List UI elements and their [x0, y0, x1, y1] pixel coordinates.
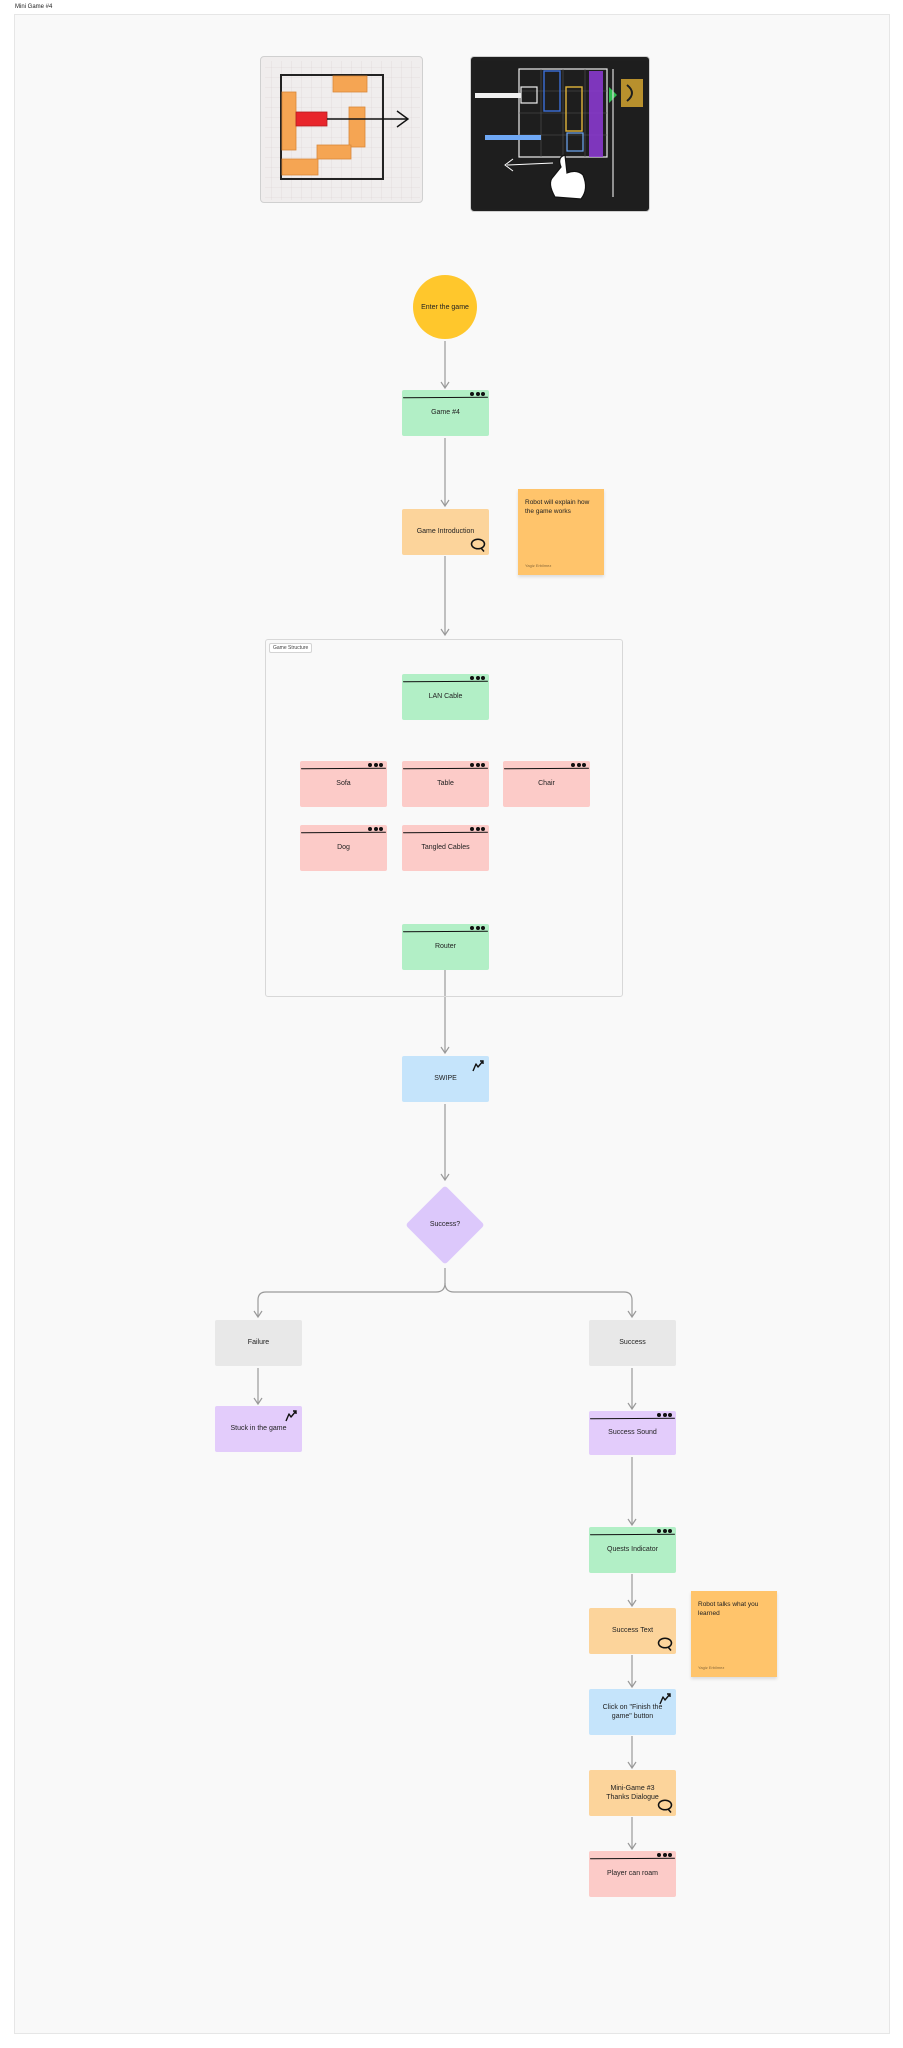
- node-label: Dog: [337, 844, 350, 852]
- chair-node[interactable]: Chair: [503, 761, 590, 807]
- screen-icon: [470, 763, 485, 767]
- speech-bubble-icon: [657, 1799, 673, 1813]
- screen-icon: [470, 392, 485, 396]
- quests-indicator-node[interactable]: Quests Indicator: [589, 1527, 676, 1573]
- sticky-note-intro[interactable]: Robot will explain how the game works Ya…: [518, 489, 604, 575]
- node-label: SWIPE: [434, 1075, 457, 1083]
- screen-icon: [368, 763, 383, 767]
- table-node[interactable]: Table: [402, 761, 489, 807]
- swipe-gesture-icon: [659, 1693, 671, 1705]
- node-label: Table: [437, 780, 454, 788]
- connector: [444, 1282, 637, 1319]
- screen-bar: [300, 831, 387, 834]
- success-text-node[interactable]: Success Text: [589, 1608, 676, 1654]
- dog-node[interactable]: Dog: [300, 825, 387, 871]
- node-label: Click on "Finish the game" button: [602, 1703, 663, 1720]
- screen-icon: [571, 763, 586, 767]
- screen-bar: [589, 1857, 676, 1860]
- node-label: Sofa: [336, 780, 351, 788]
- node-label: Quests Indicator: [607, 1546, 658, 1554]
- failure-node[interactable]: Failure: [215, 1320, 302, 1366]
- screen-icon: [470, 926, 485, 930]
- screen-bar: [589, 1417, 676, 1420]
- sticky-text: Robot talks what you learned: [698, 1601, 759, 1618]
- game-introduction-node[interactable]: Game Introduction: [402, 509, 489, 555]
- decision-label: Success?: [429, 1221, 461, 1228]
- node-label: Tangled Cables: [421, 844, 470, 852]
- node-label: LAN Cable: [428, 693, 463, 701]
- start-node-label: Enter the game: [421, 303, 469, 311]
- cable-game-image: [475, 61, 647, 209]
- speech-bubble-icon: [470, 538, 486, 552]
- canvas[interactable]: [14, 14, 890, 2034]
- node-label: Chair: [538, 780, 555, 788]
- screen-bar: [402, 930, 489, 933]
- node-label: Stuck in the game: [230, 1425, 287, 1433]
- success-node[interactable]: Success: [589, 1320, 676, 1366]
- game4-screen-node[interactable]: Game #4: [402, 390, 489, 436]
- screen-bar: [402, 680, 489, 683]
- stuck-in-game-node[interactable]: Stuck in the game: [215, 1406, 302, 1452]
- screen-icon: [470, 827, 485, 831]
- node-label: Game Introduction: [416, 528, 475, 536]
- node-label: Success Text: [611, 1627, 654, 1635]
- screen-icon: [470, 676, 485, 680]
- thanks-dialogue-node[interactable]: Mini-Game #3 Thanks Dialogue: [589, 1770, 676, 1816]
- node-label: Failure: [247, 1339, 270, 1347]
- screen-bar: [503, 767, 590, 770]
- sticky-author: Yagiz Erbilmez: [698, 1665, 725, 1671]
- swipe-gesture-icon: [472, 1060, 484, 1072]
- sticky-text: Robot will explain how the game works: [525, 499, 590, 516]
- player-can-roam-node[interactable]: Player can roam: [589, 1851, 676, 1897]
- node-label: Mini-Game #3 Thanks Dialogue: [606, 1784, 659, 1801]
- swipe-node[interactable]: SWIPE: [402, 1056, 489, 1102]
- screen-bar: [589, 1533, 676, 1536]
- section-label: Game Structure: [269, 643, 313, 653]
- screen-bar: [402, 767, 489, 770]
- screen-icon: [657, 1853, 672, 1857]
- node-label: Success Sound: [608, 1429, 657, 1437]
- success-sound-node[interactable]: Success Sound: [589, 1411, 676, 1455]
- screen-bar: [402, 831, 489, 834]
- screen-icon: [657, 1529, 672, 1533]
- screen-icon: [368, 827, 383, 831]
- game-structure-section[interactable]: Game Structure: [265, 639, 623, 997]
- node-label: Game #4: [431, 409, 460, 417]
- frame-title: Mini Game #4: [15, 4, 53, 10]
- router-node[interactable]: Router: [402, 924, 489, 970]
- sofa-node[interactable]: Sofa: [300, 761, 387, 807]
- screen-icon: [657, 1413, 672, 1417]
- sticky-author: Yagiz Erbilmez: [525, 563, 552, 569]
- cable-game-thumbnail[interactable]: [470, 56, 650, 212]
- lan-cable-node[interactable]: LAN Cable: [402, 674, 489, 720]
- node-label: Player can roam: [607, 1870, 658, 1878]
- screen-bar: [300, 767, 387, 770]
- sticky-note-success[interactable]: Robot talks what you learned Yagiz Erbil…: [691, 1591, 777, 1677]
- start-node[interactable]: Enter the game: [413, 275, 477, 339]
- tangled-cables-node[interactable]: Tangled Cables: [402, 825, 489, 871]
- node-label: Router: [434, 943, 456, 951]
- speech-bubble-icon: [657, 1637, 673, 1651]
- click-finish-node[interactable]: Click on "Finish the game" button: [589, 1689, 676, 1735]
- node-label: Success: [619, 1339, 646, 1347]
- screen-bar: [402, 396, 489, 399]
- swipe-gesture-icon: [285, 1410, 297, 1422]
- connector: [253, 1268, 446, 1319]
- puzzle-thumbnail[interactable]: [260, 56, 423, 203]
- sliding-puzzle-image: [265, 61, 420, 200]
